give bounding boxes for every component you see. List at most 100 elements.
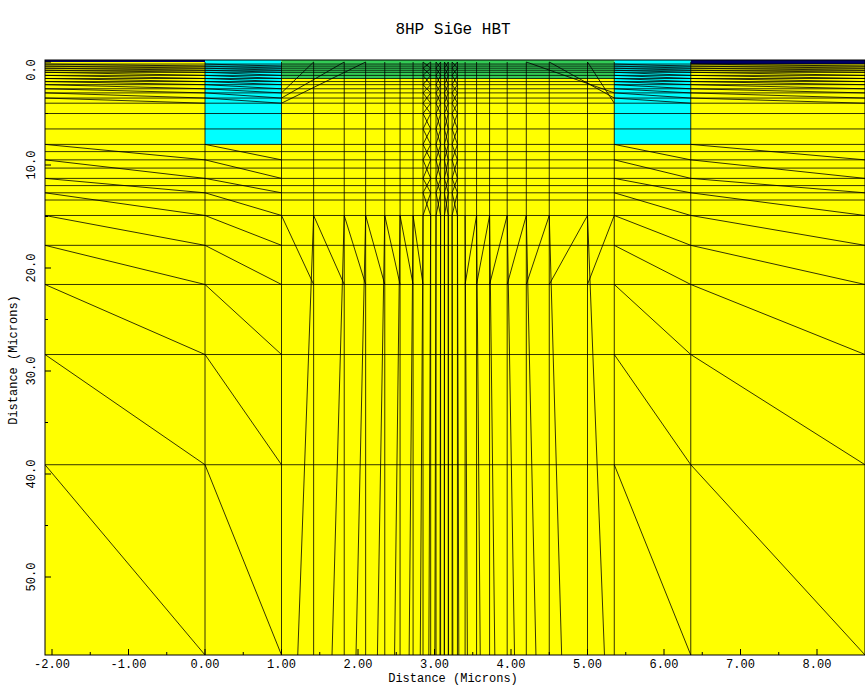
y-tick-label: 0.0 bbox=[26, 59, 38, 81]
mesh-line bbox=[436, 160, 441, 179]
y-tick-label: 20.0 bbox=[26, 254, 38, 283]
mesh-line bbox=[356, 215, 366, 655]
mesh-line bbox=[436, 144, 441, 159]
mesh-line bbox=[45, 144, 205, 159]
mesh-line bbox=[313, 62, 314, 655]
mesh-line bbox=[436, 62, 441, 68]
mesh-line bbox=[549, 62, 614, 98]
mesh-line bbox=[465, 215, 476, 284]
mesh-line bbox=[45, 78, 205, 81]
mesh-line bbox=[452, 85, 457, 93]
mesh-line bbox=[452, 93, 457, 103]
mesh-line bbox=[452, 160, 457, 179]
mesh-line bbox=[452, 160, 457, 179]
mesh-line bbox=[436, 85, 441, 93]
mesh-line bbox=[400, 62, 401, 655]
contact-layer bbox=[691, 60, 865, 64]
mesh-line bbox=[436, 103, 441, 113]
tick-mark bbox=[549, 652, 550, 655]
mesh-line bbox=[45, 82, 205, 85]
mesh-line bbox=[205, 144, 282, 159]
mesh-line bbox=[205, 160, 282, 179]
mesh-line bbox=[413, 215, 423, 284]
mesh-line bbox=[423, 68, 431, 75]
mesh-line bbox=[45, 192, 865, 193]
tick-mark bbox=[205, 649, 206, 655]
mesh-line bbox=[298, 215, 314, 655]
mesh-line bbox=[436, 62, 437, 655]
mesh-line bbox=[436, 178, 441, 192]
mesh-line bbox=[400, 215, 413, 284]
mesh-line bbox=[614, 68, 691, 70]
mesh-line bbox=[477, 215, 490, 284]
mesh-line bbox=[423, 160, 431, 179]
mesh-line bbox=[436, 144, 441, 159]
tick-mark bbox=[45, 319, 48, 320]
mesh-line bbox=[436, 103, 441, 113]
mesh-line bbox=[205, 355, 282, 465]
mesh-line bbox=[452, 62, 453, 655]
mesh-line bbox=[614, 98, 691, 103]
tick-mark bbox=[434, 649, 435, 655]
mesh-line bbox=[452, 85, 457, 93]
mesh-line bbox=[444, 144, 448, 159]
tick-mark bbox=[587, 649, 588, 655]
tick-mark bbox=[817, 649, 818, 655]
mesh-line bbox=[282, 62, 366, 103]
mesh-line bbox=[205, 70, 282, 72]
mesh-line bbox=[205, 215, 282, 245]
mesh-line bbox=[457, 215, 458, 655]
mesh-line bbox=[423, 93, 431, 103]
mesh-line bbox=[45, 354, 865, 355]
mesh-line bbox=[314, 215, 345, 284]
mesh-line bbox=[526, 215, 549, 284]
mesh-line bbox=[691, 85, 865, 89]
mesh-line bbox=[444, 68, 448, 75]
mesh-line bbox=[45, 70, 205, 72]
mesh-line bbox=[205, 78, 282, 81]
mesh-line bbox=[436, 75, 441, 84]
mesh-line bbox=[45, 160, 205, 179]
mesh-line bbox=[444, 114, 448, 129]
mesh-line bbox=[691, 82, 865, 85]
mesh-line bbox=[444, 62, 448, 68]
mesh-line bbox=[45, 128, 865, 129]
mesh-line bbox=[452, 129, 457, 144]
y-tick-label: 10.0 bbox=[26, 151, 38, 180]
mesh-line bbox=[344, 215, 365, 284]
mesh-line bbox=[588, 215, 615, 284]
mesh-line bbox=[457, 62, 458, 655]
mesh-line bbox=[444, 103, 448, 113]
mesh-line bbox=[205, 93, 282, 98]
mesh-line bbox=[436, 68, 441, 75]
mesh-line bbox=[423, 103, 431, 113]
mesh-line bbox=[344, 62, 345, 655]
mesh-line bbox=[614, 178, 691, 192]
x-tick-label: 3.00 bbox=[420, 659, 449, 671]
plot-frame bbox=[45, 60, 865, 655]
mesh-line bbox=[444, 75, 448, 84]
mesh-line bbox=[444, 215, 445, 655]
mesh-line bbox=[452, 114, 457, 129]
mesh-line bbox=[45, 144, 865, 145]
mesh-line bbox=[423, 144, 431, 159]
mesh-line bbox=[452, 178, 457, 192]
mesh-line bbox=[444, 68, 448, 75]
mesh-line bbox=[691, 160, 865, 179]
mesh-line bbox=[452, 144, 457, 159]
mesh-line bbox=[691, 144, 865, 159]
mesh-line bbox=[444, 160, 448, 179]
mesh-line bbox=[691, 98, 865, 103]
mesh-line bbox=[423, 75, 431, 84]
mesh-line bbox=[423, 114, 431, 129]
mesh-line bbox=[452, 178, 457, 192]
mesh-line bbox=[45, 103, 865, 104]
x-tick-label: 8.00 bbox=[803, 659, 832, 671]
mesh-line bbox=[436, 62, 441, 68]
mesh-line bbox=[205, 193, 282, 216]
mesh-line bbox=[436, 193, 441, 216]
tick-mark bbox=[166, 652, 167, 655]
mesh-line bbox=[205, 72, 282, 75]
tick-mark bbox=[45, 113, 48, 114]
